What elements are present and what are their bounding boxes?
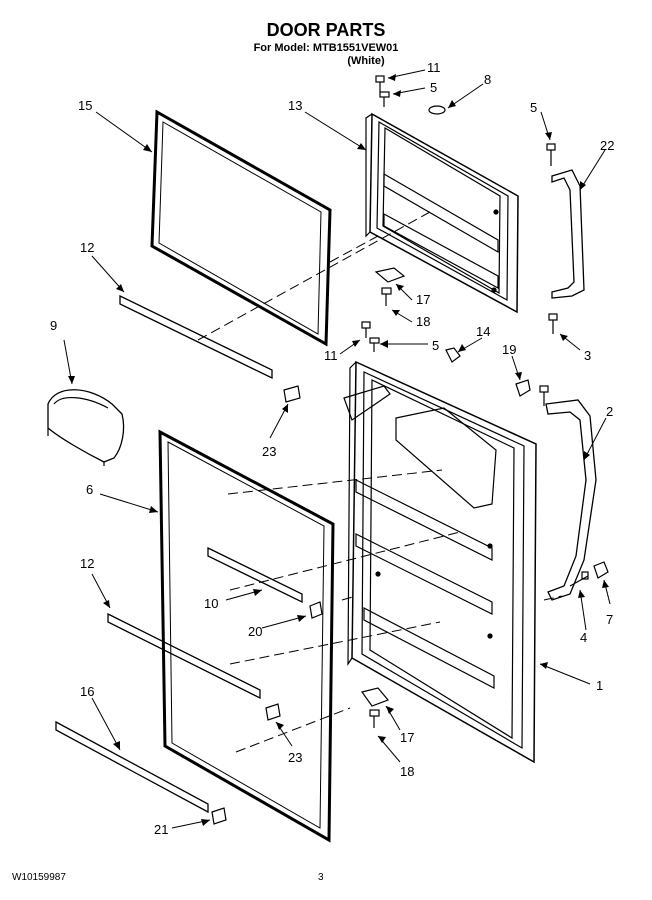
callout-13: 13 <box>288 98 302 113</box>
callout-1: 1 <box>596 678 603 693</box>
end-cap-lower <box>265 703 281 721</box>
callout-17-top: 17 <box>416 292 430 307</box>
hinge-plug <box>515 379 531 397</box>
lower-hinge <box>360 687 390 728</box>
fresh-food-handle <box>545 399 597 601</box>
model-line: For Model: MTB1551VEW01 <box>253 42 399 54</box>
mid-screws <box>361 321 380 352</box>
fresh-food-door <box>343 360 537 764</box>
callout-14: 14 <box>476 324 490 339</box>
callout-22: 22 <box>600 138 614 153</box>
callout-12-lower: 12 <box>80 556 94 571</box>
callout-18-top: 18 <box>416 314 430 329</box>
plug-part <box>428 105 446 115</box>
callout-21: 21 <box>154 822 168 837</box>
callout-23-top: 23 <box>262 444 276 459</box>
callout-18-lower: 18 <box>400 764 414 779</box>
document-number: W10159987 <box>12 872 66 883</box>
end-cap-upper <box>283 385 301 403</box>
end-cap-middle <box>309 601 323 619</box>
callout-23-lower: 23 <box>288 750 302 765</box>
page-title: DOOR PARTS <box>266 20 386 40</box>
freezer-door-gasket <box>150 109 332 347</box>
callout-16: 16 <box>80 684 94 699</box>
callout-9: 9 <box>50 318 57 333</box>
upper-hinge <box>374 267 406 306</box>
callout-11-mid: 11 <box>324 348 338 363</box>
callout-11-top: 11 <box>427 60 441 75</box>
callout-labels: 11 5 8 5 22 15 13 12 17 18 9 11 5 14 19 … <box>50 60 614 837</box>
callout-20: 20 <box>248 624 262 639</box>
callout-4: 4 <box>580 630 587 645</box>
page-number: 3 <box>318 872 324 883</box>
freezer-door <box>365 112 519 314</box>
alignment-lines <box>197 211 563 753</box>
retainer-bar-bottom <box>55 720 209 814</box>
callout-17-lower: 17 <box>400 730 414 745</box>
handle-screw <box>539 385 549 406</box>
callout-5-top: 5 <box>430 80 437 95</box>
leader-arrowheads <box>68 74 609 826</box>
callout-12-top: 12 <box>80 240 94 255</box>
handle-screw-and-cap <box>569 561 609 587</box>
dairy-door <box>47 389 125 466</box>
callout-15: 15 <box>78 98 92 113</box>
door-stop-part <box>445 347 461 363</box>
retainer-bar-lower <box>107 612 261 700</box>
callout-3: 3 <box>584 348 591 363</box>
callout-5-handle: 5 <box>530 100 537 115</box>
callout-5-mid: 5 <box>432 338 439 353</box>
callout-6: 6 <box>86 482 93 497</box>
freezer-top-screws <box>375 75 390 107</box>
end-cap-bottom <box>211 807 227 825</box>
color-line: (White) <box>347 55 385 67</box>
callout-8: 8 <box>484 72 491 87</box>
callout-10: 10 <box>204 596 218 611</box>
fresh-food-door-gasket <box>158 429 335 843</box>
freezer-handle <box>546 143 585 334</box>
retainer-bar-upper <box>119 294 273 380</box>
retainer-bar-middle <box>207 546 303 604</box>
callout-2: 2 <box>606 404 613 419</box>
callout-7: 7 <box>606 612 613 627</box>
callout-19: 19 <box>502 342 516 357</box>
leader-lines <box>63 69 611 829</box>
